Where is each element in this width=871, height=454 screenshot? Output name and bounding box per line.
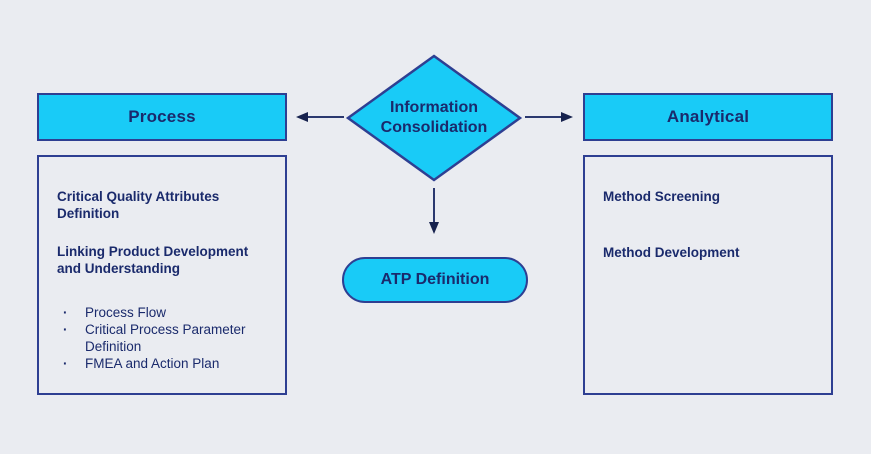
diamond-label: Information Consolidation (380, 99, 488, 136)
process-header-box: Process (37, 93, 287, 141)
atp-definition-pill: ATP Definition (342, 257, 528, 303)
arrow-left-icon (296, 112, 344, 122)
bullet-critical-process-parameter: Critical Process Parameter Definition (61, 321, 269, 355)
information-consolidation-diamond: Information Consolidation (345, 54, 523, 182)
analytical-item-method-development: Method Development (603, 245, 740, 260)
analytical-item-method-screening: Method Screening (603, 189, 721, 204)
process-content-box: Critical Quality Attributes Definition L… (37, 155, 287, 395)
process-bullet-list: Process Flow Critical Process Parameter … (57, 304, 269, 372)
process-item-cqa: Critical Quality Attributes Definition (57, 189, 220, 221)
arrow-right-icon (525, 112, 573, 122)
process-item-linking: Linking Product Development and Understa… (57, 244, 249, 276)
arrow-down-icon (429, 188, 439, 234)
bullet-fmea-action-plan: FMEA and Action Plan (61, 355, 269, 372)
bullet-process-flow: Process Flow (61, 304, 269, 321)
diamond-shape-icon (345, 54, 523, 182)
analytical-header-box: Analytical (583, 93, 833, 141)
analytical-content-box: Method Screening Method Development (583, 155, 833, 395)
